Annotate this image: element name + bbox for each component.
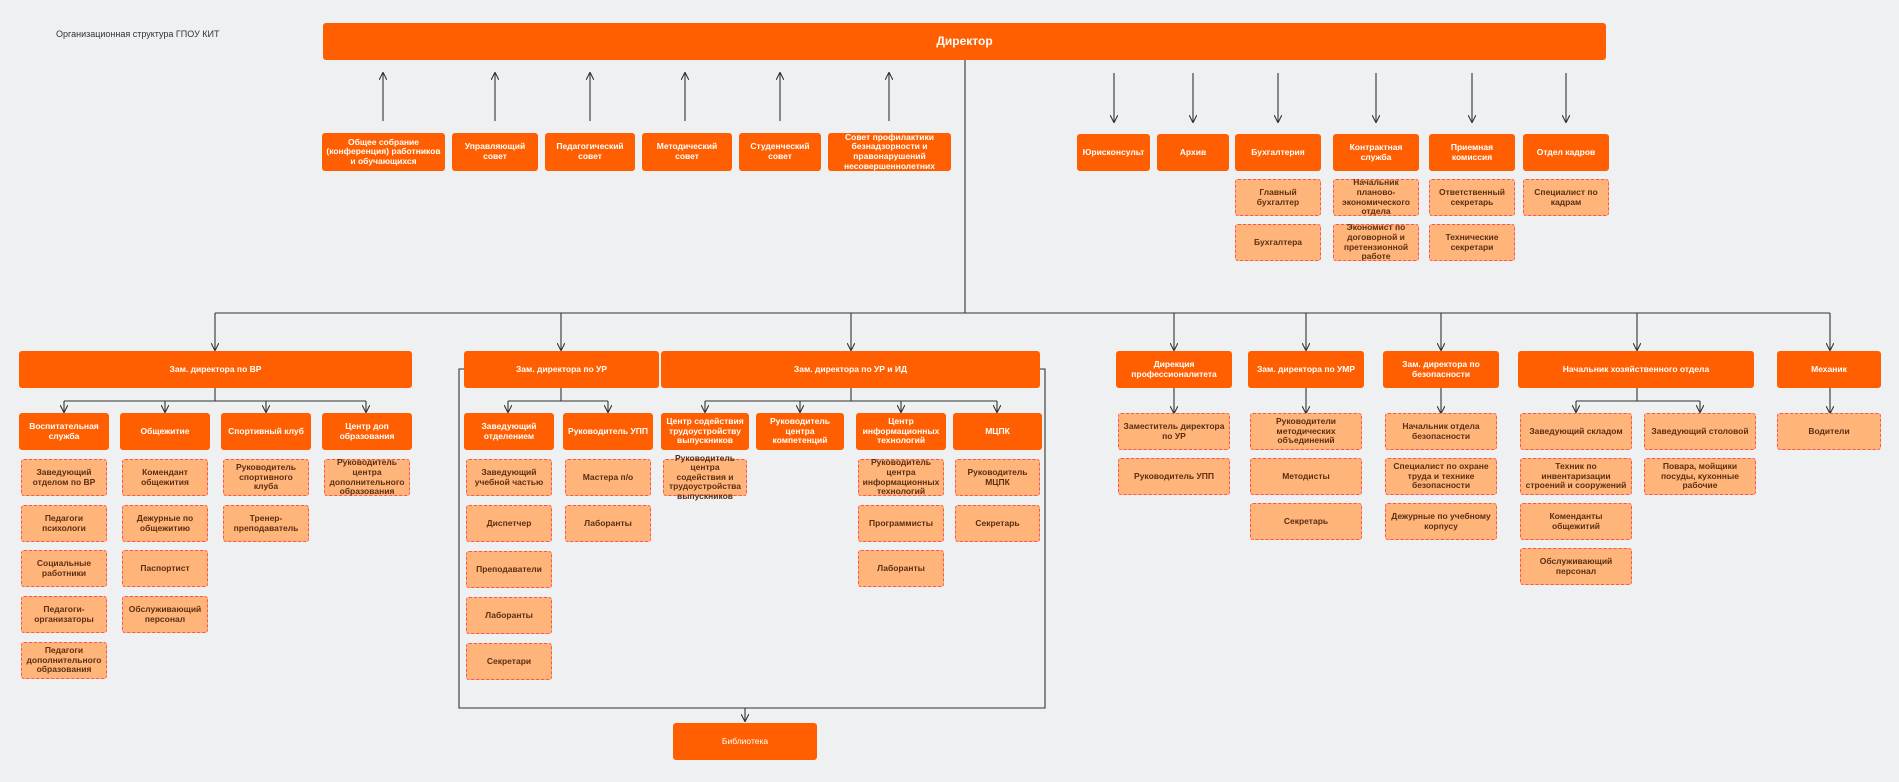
vr-item: Педагоги дополнительного образования bbox=[21, 642, 107, 679]
safety-item: Специалист по охране труда и технике без… bbox=[1385, 458, 1497, 495]
vr-item: Педагоги психологи bbox=[21, 505, 107, 542]
umr-item: Методисты bbox=[1250, 458, 1362, 495]
service-item: Специалист по кадрам bbox=[1523, 179, 1609, 216]
deputy-ur-id[interactable]: Зам. директора по УР и ИД bbox=[661, 351, 1040, 388]
prof-item: Руководитель УПП bbox=[1118, 458, 1230, 495]
urid-item: Лаборанты bbox=[858, 550, 944, 587]
deputy-umr[interactable]: Зам. директора по УМР bbox=[1248, 351, 1364, 388]
ur-item: Диспетчер bbox=[466, 505, 552, 542]
vr-item: Обслуживающий персонал bbox=[122, 596, 208, 633]
ur-unit-upp-head[interactable]: Руководитель УПП bbox=[563, 413, 653, 450]
aho-item: Повара, мойщики посуды, кухонные рабочие bbox=[1644, 458, 1756, 495]
ur-item: Лаборанты bbox=[565, 505, 651, 542]
prof-item: Заместитель директора по УР bbox=[1118, 413, 1230, 450]
vr-item: Руководитель спортивного клуба bbox=[223, 459, 309, 496]
mech-item: Водители bbox=[1777, 413, 1881, 450]
ur-item: Преподаватели bbox=[466, 551, 552, 588]
aho-unit-canteen[interactable]: Заведующий столовой bbox=[1644, 413, 1756, 450]
urid-item: Секретарь bbox=[955, 505, 1040, 542]
advisory-prevention-council[interactable]: Совет профилактики безнадзорности и прав… bbox=[828, 132, 951, 171]
deputy-professionalitet[interactable]: Дирекция профессионалитета bbox=[1116, 351, 1232, 388]
ur-item: Заведующий учебной частью bbox=[466, 459, 552, 496]
vr-unit-dormitory[interactable]: Общежитие bbox=[120, 413, 210, 450]
umr-item: Секретарь bbox=[1250, 503, 1362, 540]
service-archive[interactable]: Архив bbox=[1157, 134, 1229, 171]
vr-item: Паспортист bbox=[122, 550, 208, 587]
ur-item: Мастера п/о bbox=[565, 459, 651, 496]
service-item: Ответственный секретарь bbox=[1429, 179, 1515, 216]
urid-unit-it-center[interactable]: Центр информационных технологий bbox=[856, 413, 946, 450]
urid-unit-competence-center[interactable]: Руководитель центра компетенций bbox=[756, 413, 844, 450]
advisory-student-council[interactable]: Студенческий совет bbox=[739, 133, 821, 171]
advisory-methodical-council[interactable]: Методический совет bbox=[642, 133, 732, 171]
page-title: Организационная структура ГПОУ КИТ bbox=[56, 29, 220, 39]
deputy-mechanic[interactable]: Механик bbox=[1777, 351, 1881, 388]
service-item: Экономист по договорной и претензионной … bbox=[1333, 223, 1419, 261]
director-box[interactable]: Директор bbox=[323, 23, 1606, 60]
aho-unit-warehouse[interactable]: Заведующий складом bbox=[1520, 413, 1632, 450]
vr-item: Дежурные по общежитию bbox=[122, 505, 208, 542]
ur-unit-department-head[interactable]: Заведующий отделением bbox=[464, 413, 554, 450]
service-hr[interactable]: Отдел кадров bbox=[1523, 134, 1609, 171]
aho-item: Коменданты общежитий bbox=[1520, 503, 1632, 540]
urid-unit-mcpk[interactable]: МЦПК bbox=[953, 413, 1042, 450]
vr-unit-extra-education[interactable]: Центр доп образования bbox=[322, 413, 412, 450]
urid-unit-career-center[interactable]: Центр содействия трудоустройству выпускн… bbox=[661, 413, 749, 450]
vr-unit-educational[interactable]: Воспитательная служба bbox=[19, 413, 109, 450]
aho-item: Техник по инвентаризации строений и соор… bbox=[1520, 458, 1632, 495]
umr-item: Руководители методических объединений bbox=[1250, 413, 1362, 450]
safety-item: Начальник отдела безопасности bbox=[1385, 413, 1497, 450]
urid-item: Руководитель МЦПК bbox=[955, 459, 1040, 496]
advisory-general-meeting[interactable]: Общее собрание (конференция) работников … bbox=[322, 133, 445, 171]
vr-item: Комендант общежития bbox=[122, 459, 208, 496]
deputy-vr[interactable]: Зам. директора по ВР bbox=[19, 351, 412, 388]
vr-item: Тренер-преподаватель bbox=[223, 505, 309, 542]
deputy-safety[interactable]: Зам. директора по безопасности bbox=[1383, 351, 1499, 388]
service-accounting[interactable]: Бухгалтерия bbox=[1235, 134, 1321, 171]
urid-item: Руководитель центра информационных техно… bbox=[858, 458, 944, 496]
ur-item: Лаборанты bbox=[466, 597, 552, 634]
vr-item: Социальные работники bbox=[21, 550, 107, 587]
urid-item: Руководитель центра содействия и трудоус… bbox=[663, 453, 747, 501]
ur-item: Секретари bbox=[466, 643, 552, 680]
service-contract[interactable]: Контрактная служба bbox=[1333, 134, 1419, 171]
service-item: Главный бухгалтер bbox=[1235, 179, 1321, 216]
advisory-pedagogical-council[interactable]: Педагогический совет bbox=[545, 133, 635, 171]
aho-item: Обслуживающий персонал bbox=[1520, 548, 1632, 585]
vr-item: Заведующий отделом по ВР bbox=[21, 459, 107, 496]
service-item: Бухгалтера bbox=[1235, 224, 1321, 261]
service-item: Технические секретари bbox=[1429, 224, 1515, 261]
deputy-aho[interactable]: Начальник хозяйственного отдела bbox=[1518, 351, 1754, 388]
library-box[interactable]: Библиотека bbox=[673, 723, 817, 760]
vr-item: Педагоги-организаторы bbox=[21, 596, 107, 633]
service-lawyer[interactable]: Юрисконсульт bbox=[1077, 134, 1150, 171]
urid-item: Программисты bbox=[858, 505, 944, 542]
advisory-governing-council[interactable]: Управляющий совет bbox=[452, 133, 538, 171]
vr-item: Руководитель центра дополнительного обра… bbox=[324, 458, 410, 496]
safety-item: Дежурные по учебному корпусу bbox=[1385, 503, 1497, 540]
vr-unit-sports[interactable]: Спортивный клуб bbox=[221, 413, 311, 450]
service-admission[interactable]: Приемная комиссия bbox=[1429, 134, 1515, 171]
service-item: Начальник планово-экономического отдела bbox=[1333, 178, 1419, 216]
deputy-ur[interactable]: Зам. директора по УР bbox=[464, 351, 659, 388]
